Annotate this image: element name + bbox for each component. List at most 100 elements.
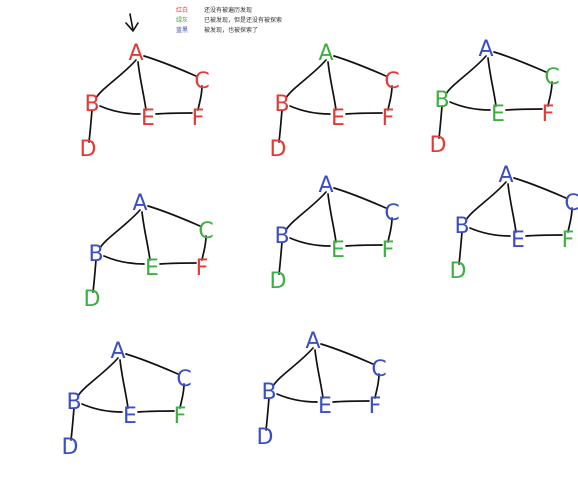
edge-E-F <box>155 112 193 115</box>
legend-key-green: 绿灰 <box>176 17 189 24</box>
node-e: E <box>511 228 525 253</box>
edge-A-E <box>487 57 497 107</box>
edge-A-E <box>327 61 337 111</box>
edge-B-D <box>438 105 443 139</box>
edge-C-F <box>374 373 380 399</box>
legend-key-blue: 蓝黑 <box>176 27 189 34</box>
node-c: C <box>194 69 209 94</box>
edge-A-B <box>285 191 327 231</box>
edge-E-F <box>332 400 370 403</box>
node-e: E <box>318 394 332 419</box>
node-f: F <box>192 106 205 131</box>
edge-C-F <box>387 85 393 111</box>
edge-B-E <box>103 255 145 265</box>
node-d: D <box>270 269 287 294</box>
legend-row-blue: 蓝黑 被发现，也被探索了 <box>176 26 282 36</box>
edge-B-D <box>458 231 463 265</box>
edge-B-D <box>70 407 75 441</box>
node-f: F <box>542 102 555 127</box>
node-b: B <box>274 224 289 249</box>
legend-row-green: 绿灰 已被发现，但是还没有被探索 <box>176 16 282 26</box>
edge-A-B <box>445 55 487 95</box>
node-c: C <box>564 191 578 216</box>
edge-C-F <box>567 207 573 233</box>
node-b: B <box>434 88 449 113</box>
node-c: C <box>198 219 213 244</box>
legend-key-red: 红白 <box>176 7 189 14</box>
edge-B-D <box>278 241 283 275</box>
node-a: A <box>498 163 513 188</box>
edge-A-E <box>141 211 151 261</box>
node-b: B <box>261 380 276 405</box>
edge-B-E <box>289 237 331 247</box>
edge-A-C <box>333 187 387 209</box>
node-d: D <box>270 137 287 162</box>
node-d: D <box>430 133 447 158</box>
node-e: E <box>491 102 505 127</box>
node-b: B <box>274 92 289 117</box>
node-b: B <box>84 92 99 117</box>
edge-B-E <box>276 393 318 403</box>
node-d: D <box>257 425 274 450</box>
edge-E-F <box>345 112 383 115</box>
edge-E-F <box>159 262 197 265</box>
node-e: E <box>331 106 345 131</box>
edge-A-E <box>327 193 337 243</box>
edge-B-D <box>265 397 270 431</box>
node-e: E <box>145 256 159 281</box>
edge-E-F <box>505 108 543 111</box>
node-f: F <box>174 404 187 429</box>
edge-E-F <box>345 244 383 247</box>
node-f: F <box>196 256 209 281</box>
node-f: F <box>562 228 575 253</box>
node-a: A <box>132 191 147 216</box>
node-b: B <box>454 214 469 239</box>
node-a: A <box>318 173 333 198</box>
color-legend: 红白 还没有被遍历发现 绿灰 已被发现，但是还没有被探索 蓝黑 被发现，也被探索… <box>176 6 282 36</box>
node-e: E <box>331 238 345 263</box>
legend-desc-green: 已被发现，但是还没有被探索 <box>204 17 283 24</box>
edge-C-F <box>547 81 553 107</box>
edge-E-F <box>525 234 563 237</box>
edge-A-B <box>77 357 119 397</box>
node-e: E <box>123 404 137 429</box>
edge-C-F <box>197 85 203 111</box>
edge-C-F <box>201 235 207 261</box>
edge-B-E <box>81 403 123 413</box>
node-f: F <box>369 394 382 419</box>
node-c: C <box>371 357 386 382</box>
node-d: D <box>84 287 101 312</box>
edge-A-B <box>272 347 314 387</box>
edge-A-B <box>99 209 141 249</box>
edge-A-B <box>95 59 137 99</box>
edge-B-E <box>449 101 491 111</box>
edge-A-E <box>507 183 517 233</box>
node-d: D <box>80 137 97 162</box>
edge-A-C <box>320 343 374 365</box>
edge-A-C <box>125 353 179 375</box>
edge-A-C <box>493 51 547 73</box>
node-f: F <box>382 238 395 263</box>
edge-A-C <box>143 55 197 77</box>
legend-desc-blue: 被发现，也被探索了 <box>204 27 259 34</box>
node-a: A <box>318 41 333 66</box>
edge-A-E <box>119 359 129 409</box>
edge-A-E <box>314 349 324 399</box>
legend-desc-red: 还没有被遍历发现 <box>204 7 253 14</box>
edge-A-B <box>465 181 507 221</box>
node-c: C <box>384 69 399 94</box>
edge-A-E <box>137 61 147 111</box>
edge-E-F <box>137 410 175 413</box>
edge-C-F <box>179 383 185 409</box>
edge-A-B <box>285 59 327 99</box>
node-a: A <box>305 329 320 354</box>
start-arrow-icon <box>125 13 139 32</box>
node-a: A <box>478 37 493 62</box>
node-f: F <box>382 106 395 131</box>
